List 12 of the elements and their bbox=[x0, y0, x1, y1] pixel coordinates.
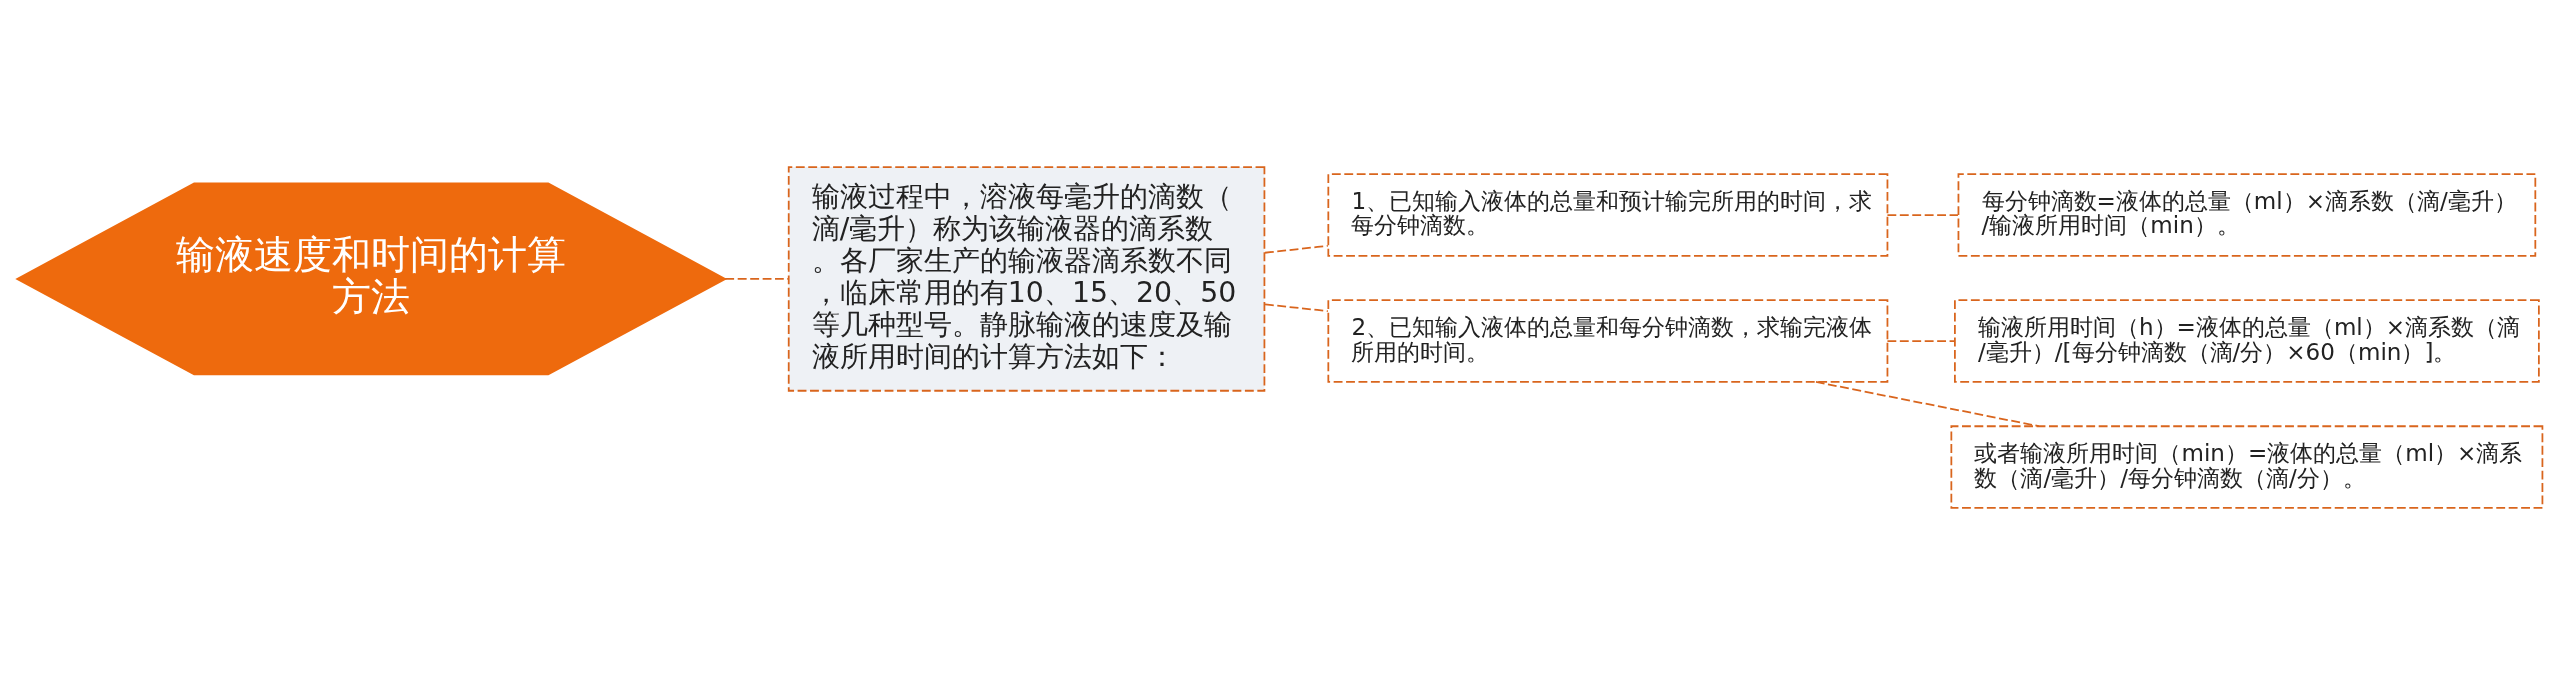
node-box: 输液过程中，溶液每毫升的滴数（滴/毫升）称为该输液器的滴系数。各厂家生产的输液器滴系数不同，临床常用的有10、15、20、50等几种型号。静脉输液的速度及输液所用时间的计算方法如下： bbox=[787, 166, 1266, 392]
node-box: 2、已知输入液体的总量和每分钟滴数，求输完液体所用的时间。 bbox=[1327, 299, 1889, 383]
connector bbox=[724, 278, 790, 280]
connector bbox=[1886, 214, 1959, 216]
connector bbox=[1264, 303, 1329, 312]
connector bbox=[1886, 340, 1956, 342]
connector bbox=[1264, 244, 1329, 254]
node-box: 或者输液所用时间（min）=液体的总量（ml）×滴系数（滴/毫升）/每分钟滴数（滴/分）。 bbox=[1950, 425, 2544, 509]
connector bbox=[1815, 381, 2040, 428]
node-box: 输液所用时间（h）=液体的总量（ml）×滴系数（滴/毫升）/[每分钟滴数（滴/分）×60（min）]。 bbox=[1954, 299, 2540, 383]
node-box: 1、已知输入液体的总量和预计输完所用的时间，求每分钟滴数。 bbox=[1327, 173, 1889, 257]
node-box: 每分钟滴数=液体的总量（ml）×滴系数（滴/毫升）/输液所用时间（min）。 bbox=[1957, 173, 2537, 257]
